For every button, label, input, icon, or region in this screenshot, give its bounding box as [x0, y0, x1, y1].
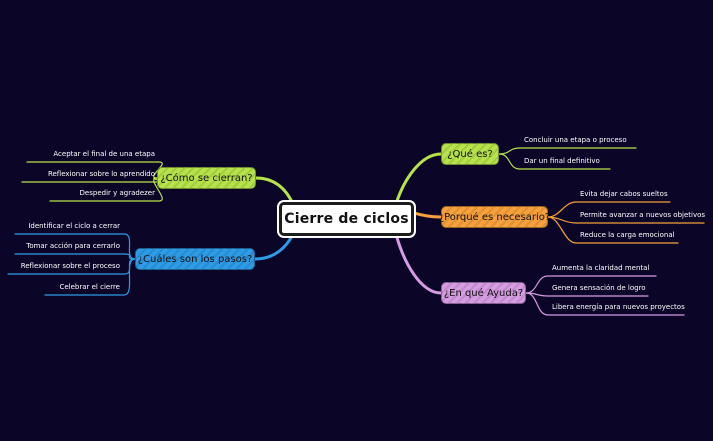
branch-node[interactable]: ¿En qué Ayuda? — [441, 282, 526, 304]
branch-connector — [394, 152, 443, 206]
leaf-topic[interactable]: Celebrar el cierre — [59, 283, 120, 291]
leaf-connector — [525, 275, 657, 294]
leaf-topic[interactable]: Aceptar el final de una etapa — [53, 150, 155, 158]
branch-connector — [394, 232, 443, 295]
leaf-connector — [14, 233, 136, 260]
branch-node[interactable]: ¿Cuáles son los pasos? — [135, 248, 255, 270]
leaf-topic[interactable]: Reflexionar sobre lo aprendido — [47, 170, 155, 178]
leaf-connector — [547, 216, 679, 244]
leaf-topic[interactable]: Concluir una etapa o proceso — [524, 136, 627, 144]
branch-node[interactable]: ¿Porqué es necesario? — [439, 206, 550, 228]
leaf-topic[interactable]: Aumenta la claridad mental — [552, 264, 650, 272]
leaf-connector — [498, 153, 611, 170]
leaf-topic[interactable]: Libera energía para nuevos proyectos — [552, 303, 685, 311]
leaf-topic[interactable]: Dar un final definitivo — [524, 157, 600, 165]
leaf-connector — [525, 292, 685, 316]
leaf-topic[interactable]: Despedir y agradezer — [79, 189, 155, 197]
central-topic[interactable]: Cierre de ciclos — [279, 202, 414, 236]
leaf-topic[interactable]: Genera sensación de logro — [552, 284, 646, 292]
leaf-connector — [14, 253, 136, 260]
branch-connector — [254, 176, 295, 206]
leaf-connector — [498, 147, 637, 155]
leaf-connector — [547, 201, 671, 218]
branch-node[interactable]: ¿Cómo se cierran? — [157, 167, 256, 189]
leaf-topic[interactable]: Evita dejar cabos sueltos — [580, 190, 668, 198]
branch-connector — [253, 232, 295, 261]
leaf-topic[interactable]: Tomar acción para cerrarlo — [26, 242, 120, 250]
branch-node[interactable]: ¿Qué es? — [441, 143, 499, 165]
leaf-topic[interactable]: Identificar el ciclo a cerrar — [28, 222, 120, 230]
leaf-connector — [44, 258, 136, 296]
leaf-topic[interactable]: Reflexionar sobre el proceso — [20, 262, 120, 270]
leaf-connector — [49, 177, 163, 202]
leaf-connector — [525, 292, 649, 297]
leaf-topic[interactable]: Reduce la carga emocional — [580, 231, 675, 239]
leaf-topic[interactable]: Permite avanzar a nuevos objetivos — [580, 211, 706, 219]
